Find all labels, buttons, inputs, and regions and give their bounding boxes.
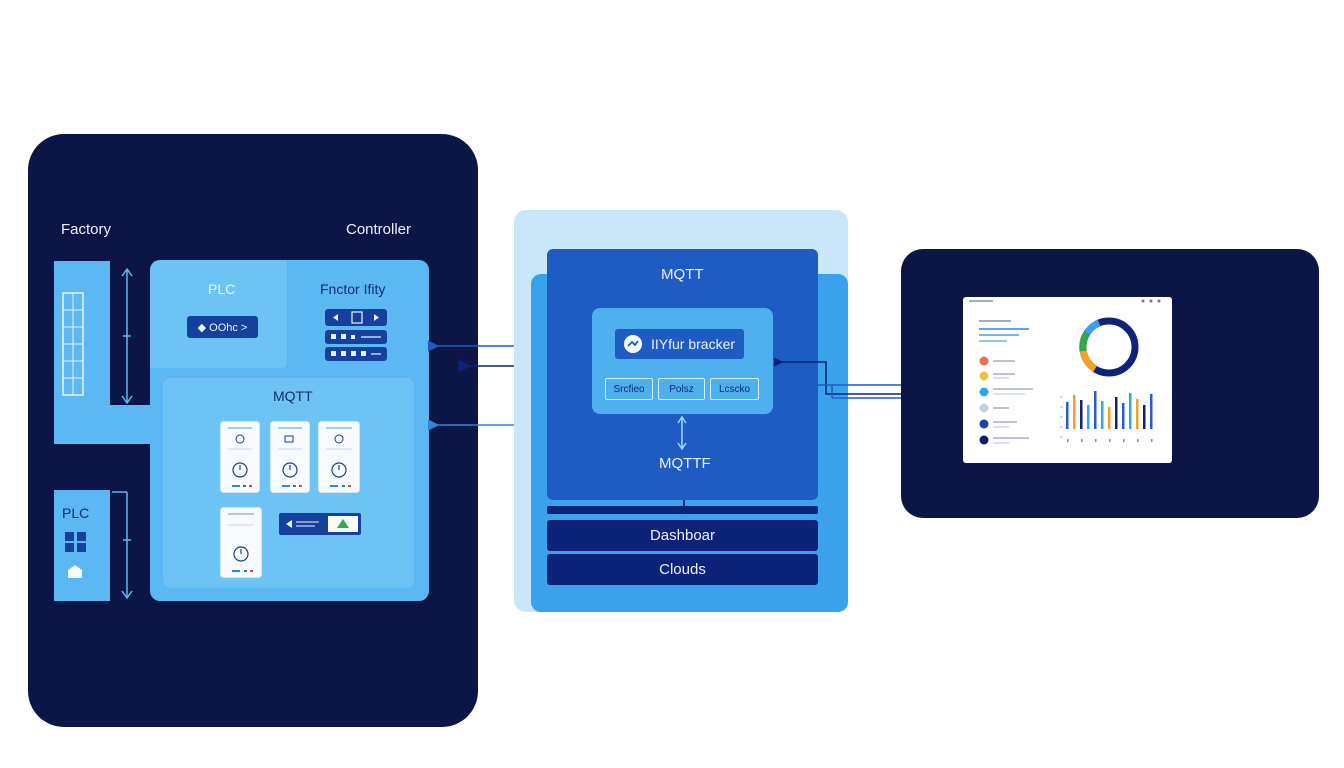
control-dots-icon [331, 334, 381, 339]
device-card[interactable] [318, 421, 360, 493]
bar [1073, 395, 1076, 429]
strip-connector [54, 405, 164, 444]
vertical-arrow-icon [677, 415, 687, 451]
chip-lcscko[interactable]: Lcscko [710, 378, 759, 400]
chip-srcfieo[interactable]: Srcfieo [605, 378, 653, 400]
plc-status-button[interactable]: ◆ OOhc > [187, 316, 258, 338]
vertical-arrow-icon [112, 491, 133, 600]
donut-chart [1079, 317, 1139, 377]
bar [1136, 399, 1139, 429]
toggle-control[interactable] [279, 513, 361, 535]
bar [1150, 394, 1153, 429]
sensor-grid-icon [62, 292, 84, 396]
legend-dot [979, 387, 989, 397]
broker-icon [624, 335, 642, 353]
broker-button[interactable]: IIYfur bracker [615, 329, 744, 359]
bar [1066, 402, 1069, 429]
dashboard-screen[interactable] [963, 297, 1172, 463]
mqtt-title: MQTT [661, 266, 704, 283]
facility-row-3[interactable] [325, 347, 387, 361]
dashboard-bar[interactable]: Dashboar [547, 520, 818, 551]
bar [1108, 407, 1111, 429]
plc-grid-icon [65, 532, 86, 578]
bar-chart [1060, 391, 1153, 442]
bar [1080, 400, 1083, 429]
broker-label: IIYfur bracker [651, 336, 736, 352]
clouds-bar[interactable]: Clouds [547, 554, 818, 585]
dashboard-content [969, 299, 1161, 445]
facility-row-2[interactable] [325, 330, 387, 344]
bar [1122, 403, 1125, 429]
vertical-arrow-icon [121, 267, 133, 405]
factory-title: Factory [61, 221, 112, 238]
legend-dot [979, 403, 989, 413]
control-dots-icon [331, 351, 381, 356]
mqtt2-label: MQTTF [659, 455, 711, 472]
bar [1129, 393, 1132, 429]
plc-label: PLC [208, 281, 236, 297]
bar [1115, 397, 1118, 429]
stack-connector [683, 500, 685, 510]
legend-dot [979, 356, 989, 366]
facility-label: Fnctor Ifity [320, 281, 386, 297]
legend-dot [979, 435, 989, 445]
facility-row-1[interactable] [325, 309, 387, 326]
legend-dot [979, 419, 989, 429]
device-card[interactable] [270, 421, 310, 493]
device-card[interactable] [220, 507, 262, 578]
factory-mqtt-label: MQTT [273, 388, 313, 404]
plc2-label: PLC [62, 505, 90, 521]
plc-box [150, 260, 287, 368]
bar [1101, 401, 1104, 429]
stack-divider [547, 506, 818, 514]
controller-label: Controller [346, 221, 412, 238]
media-controls-icon [333, 311, 379, 324]
legend-dot [979, 371, 989, 381]
device-card[interactable] [220, 421, 260, 493]
bar [1094, 391, 1097, 429]
chip-polsz[interactable]: Polsz [658, 378, 705, 400]
legend-list [979, 356, 1033, 445]
bar [1143, 405, 1146, 429]
bar [1087, 405, 1090, 429]
